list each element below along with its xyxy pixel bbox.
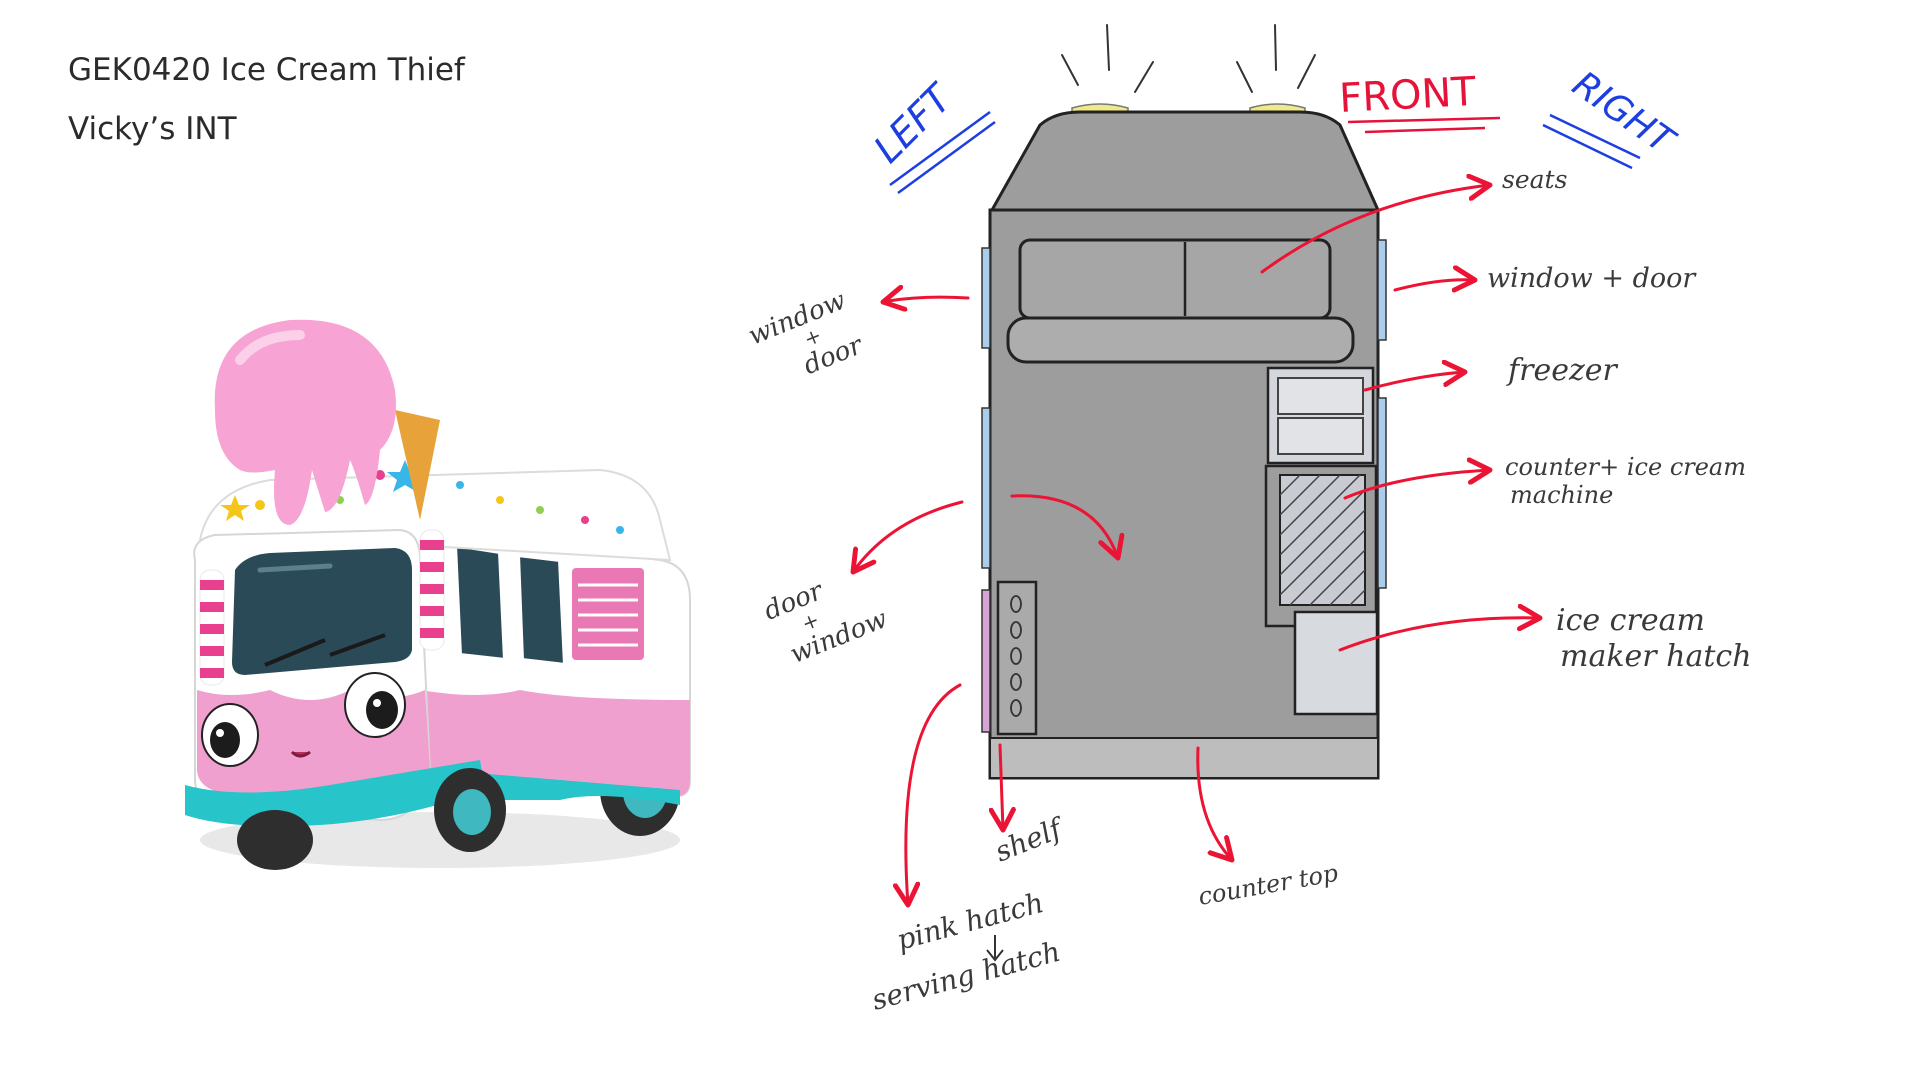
arrow-pink-hatch <box>906 683 962 905</box>
label-serving-hatch: serving hatch <box>868 935 1064 1017</box>
direction-front: FRONT <box>1338 69 1501 134</box>
label-seats: seats <box>1502 165 1567 194</box>
label-maker-hatch-line2: maker hatch <box>1560 639 1752 674</box>
arrow-seats <box>1260 185 1490 274</box>
arrow-freezer <box>1363 372 1465 392</box>
label-window-door-right: window + door <box>1487 263 1697 294</box>
right-label: RIGHT <box>1565 64 1683 164</box>
direction-right: RIGHT <box>1542 64 1683 170</box>
label-maker-hatch-line1: ice cream <box>1556 603 1705 638</box>
floor-plan <box>981 24 1387 780</box>
arrow-counter-machine <box>1343 470 1490 500</box>
arrow-shelf <box>1000 743 1003 830</box>
arrow-window-door-left <box>883 297 970 302</box>
label-counter-machine-line2: machine <box>1510 481 1613 509</box>
annotation-arrows <box>853 185 1540 962</box>
front-label: FRONT <box>1338 69 1477 122</box>
arrow-door-window-left <box>853 500 964 572</box>
arrow-maker-hatch <box>1338 618 1540 652</box>
direction-left: LEFT <box>865 74 996 195</box>
label-counter-machine-line1: counter+ ice cream <box>1505 453 1746 481</box>
arrow-window-door-right <box>1393 280 1475 290</box>
label-freezer: freezer <box>1506 353 1619 388</box>
diagram-title: GEK0420 Ice Cream Thief <box>68 52 465 88</box>
label-counter-top: counter top <box>1196 859 1340 911</box>
ice-cream-van-illustration <box>185 319 691 870</box>
arrow-interior-curve <box>1010 494 1118 558</box>
arrow-counter-top <box>1196 746 1232 860</box>
headlight-rays-icon <box>1061 24 1316 93</box>
diagram-subtitle: Vicky’s INT <box>68 111 237 148</box>
